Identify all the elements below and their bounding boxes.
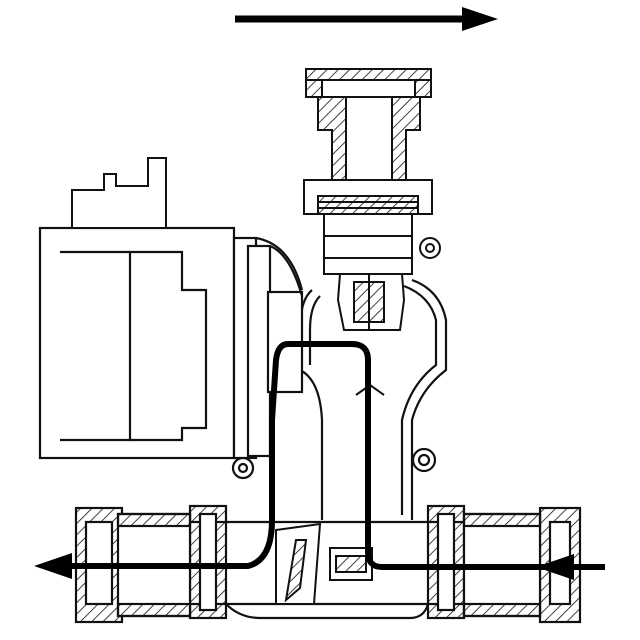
valve-body bbox=[298, 278, 448, 520]
inlet-flow-arrow bbox=[536, 554, 574, 580]
top-flow-arrow bbox=[235, 7, 498, 31]
terminal-box bbox=[71, 157, 167, 229]
valve-seat bbox=[336, 273, 406, 396]
check-valve-flap bbox=[275, 522, 373, 605]
top-union-nut bbox=[305, 68, 432, 98]
outlet-flow-arrow bbox=[34, 553, 72, 579]
valve-bonnet bbox=[303, 96, 441, 275]
flow-path bbox=[60, 341, 605, 570]
pump-motor-housing bbox=[38, 226, 304, 480]
